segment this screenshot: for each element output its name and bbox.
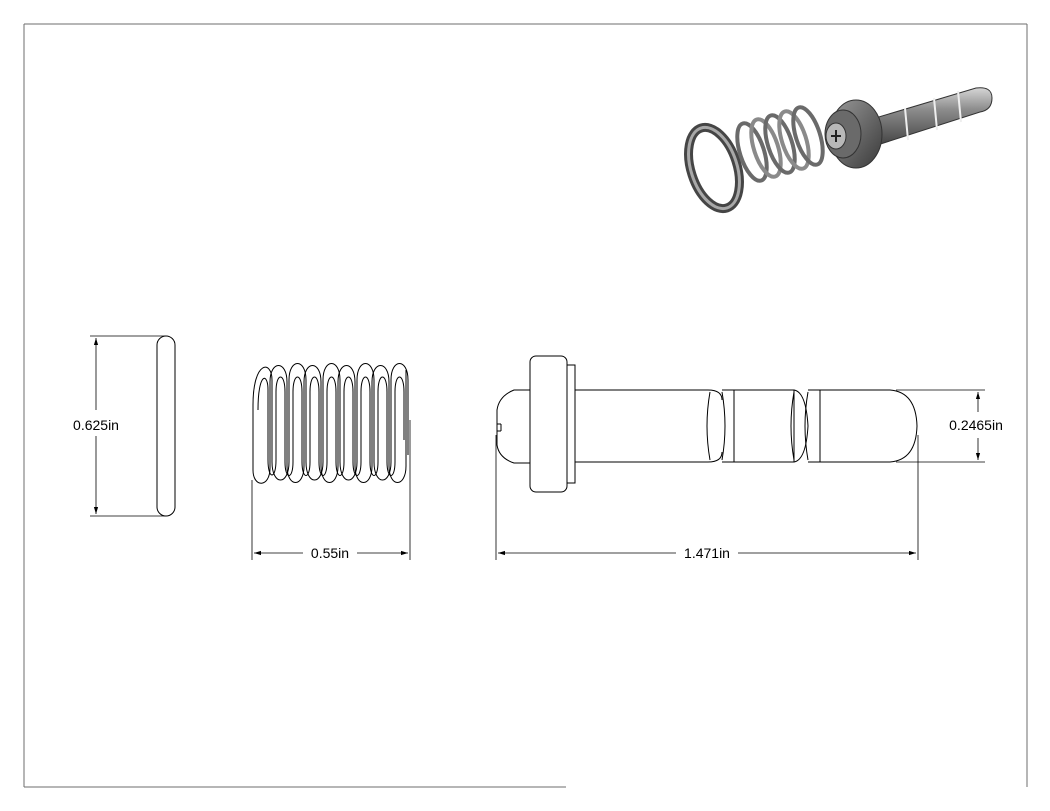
spring-length-label: 0.55in (311, 545, 349, 561)
isometric-assembly-view (684, 87, 993, 214)
iso-ring (684, 122, 744, 214)
pin-length-dimension (495, 435, 919, 560)
pin-length-label: 1.471in (684, 545, 730, 561)
pin-side-view (496, 355, 918, 493)
border-frame (23, 23, 1028, 788)
spring-side-view (252, 363, 409, 484)
ring-height-dimension (90, 335, 166, 517)
iso-pin (824, 87, 993, 169)
ring-height-label: 0.625in (73, 417, 119, 433)
spring-length-dimension (251, 420, 411, 560)
pin-diameter-label: 0.2465in (949, 417, 1003, 433)
pin-diameter-dimension (896, 389, 985, 463)
ring-side-view (156, 335, 176, 517)
iso-spring (735, 105, 825, 183)
